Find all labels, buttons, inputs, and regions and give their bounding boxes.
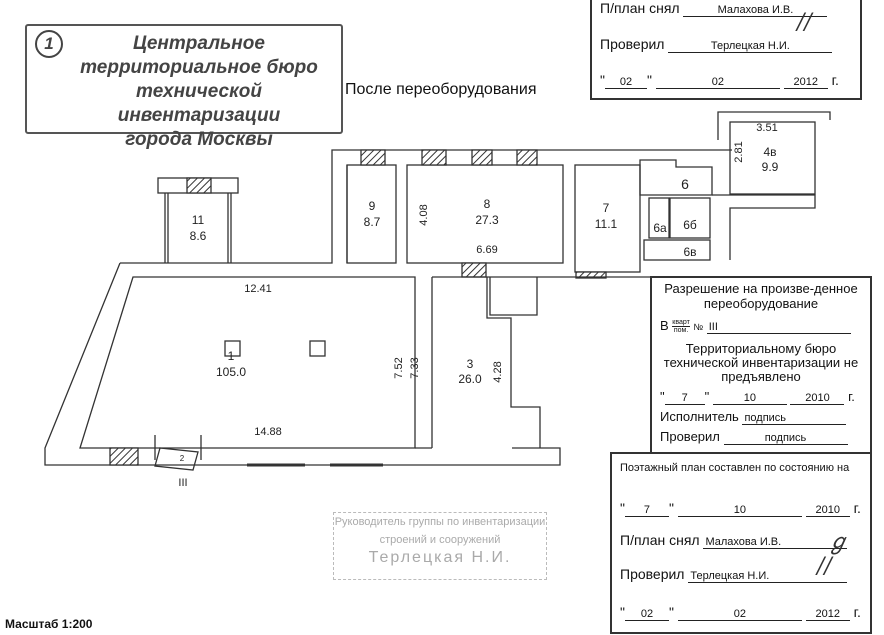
- year-suffix: г.: [848, 389, 855, 404]
- room-6-number: 6: [681, 176, 689, 192]
- dimension: 7.52: [393, 357, 405, 378]
- entrance-label: III: [178, 477, 187, 489]
- room-8-number: 8: [484, 197, 491, 211]
- room-6v-number: 6в: [683, 245, 696, 259]
- year-suffix: г.: [831, 72, 839, 88]
- stamp-line: строений и сооружений: [379, 534, 501, 546]
- stamp-number: 1: [35, 30, 63, 58]
- room-3-area: 26.0: [458, 372, 482, 386]
- month: 10: [677, 504, 802, 517]
- room-3-number: 3: [467, 357, 474, 371]
- checked-by: Терлецкая Н.И.: [668, 40, 833, 53]
- taken-by: Малахова И.В.: [683, 4, 828, 17]
- room-11-area: 8.6: [190, 229, 207, 243]
- label: Проверил: [620, 566, 685, 582]
- year-suffix: г.: [853, 604, 861, 620]
- dimension: 12.41: [244, 283, 272, 295]
- year: 2010: [790, 392, 845, 405]
- room-9-area: 8.7: [364, 215, 381, 229]
- day: 02: [624, 608, 669, 621]
- dimension: 2.81: [733, 141, 745, 162]
- top-signature-box: П/план снял Малахова И.В. Проверил Терле…: [590, 0, 862, 100]
- label: Исполнитель: [660, 409, 739, 424]
- faint-stamp: Руководитель группы по инвентаризации ст…: [333, 512, 547, 580]
- room-8-area: 27.3: [475, 213, 499, 227]
- stamp-line: Руководитель группы по инвентаризации: [334, 516, 546, 528]
- room-7-area: 11.1: [595, 217, 618, 231]
- room-6a-number: 6а: [653, 221, 667, 235]
- frac-bottom: пом.: [673, 327, 689, 335]
- year: 2012: [805, 608, 850, 621]
- year-suffix: г.: [853, 500, 861, 516]
- permit-box: Разрешение на произве-денное переоборудо…: [650, 276, 872, 454]
- room-4v-area: 9.9: [762, 160, 779, 174]
- stamp-line: города Москвы: [125, 129, 273, 150]
- stamp-line: Терлецкая Н.И.: [368, 549, 512, 566]
- room-6b-number: 6б: [683, 218, 697, 232]
- room-9-number: 9: [369, 199, 376, 213]
- checker-signature: подпись: [723, 432, 848, 445]
- day: 7: [664, 392, 705, 405]
- month: 10: [712, 392, 787, 405]
- dimension: 4.28: [492, 361, 504, 382]
- room-4v-number: 4в: [763, 145, 776, 159]
- stamp-line: Центральное: [133, 33, 265, 54]
- checked-by: Терлецкая Н.И.: [688, 570, 848, 583]
- signature-icon: //: [817, 554, 832, 579]
- label: В: [660, 318, 669, 333]
- label: П/план снял: [620, 532, 700, 548]
- year: 2012: [783, 76, 828, 89]
- month: 02: [677, 608, 802, 621]
- label: П/план снял: [600, 0, 680, 16]
- day: 7: [624, 504, 669, 517]
- plan-title: После переоборудования: [345, 81, 537, 98]
- label: Проверил: [660, 429, 720, 444]
- signature-icon: //: [797, 10, 812, 35]
- permit-status: Территориальному бюро технической инвент…: [663, 341, 859, 384]
- signature-icon: ℊ: [827, 530, 850, 555]
- floor-plan-status-box: Поэтажный план составлен по состоянию на…: [610, 452, 872, 634]
- stamp-line: территориальное бюро: [80, 57, 318, 78]
- dimension: 7.33: [409, 357, 421, 378]
- taken-by: Малахова И.В.: [703, 536, 848, 549]
- dimension: 6.69: [476, 244, 497, 256]
- dimension: 4.08: [418, 204, 430, 225]
- scale-label: Масштаб 1:200: [5, 617, 93, 631]
- window: [186, 177, 212, 194]
- stamp-line: технической инвентаризации: [117, 81, 281, 126]
- year: 2010: [805, 504, 850, 517]
- status-title: Поэтажный план составлен по состоянию на: [620, 462, 850, 474]
- month: 02: [655, 76, 780, 89]
- frac-top: кварт: [672, 319, 690, 328]
- stair-label: 2: [180, 454, 185, 463]
- dimension: 14.88: [254, 426, 282, 438]
- day: 02: [604, 76, 647, 89]
- label: №: [693, 322, 704, 332]
- permit-title: Разрешение на произве-денное переоборудо…: [664, 281, 858, 311]
- room-11-number: 11: [192, 213, 205, 227]
- quarter-number: III: [706, 321, 851, 334]
- label: Проверил: [600, 36, 665, 52]
- bti-stamp: 1 Центральное территориальное бюро техни…: [25, 24, 343, 150]
- executor-signature: подпись: [742, 412, 847, 425]
- dimension: 3.51: [756, 122, 777, 134]
- room-7-number: 7: [603, 201, 610, 215]
